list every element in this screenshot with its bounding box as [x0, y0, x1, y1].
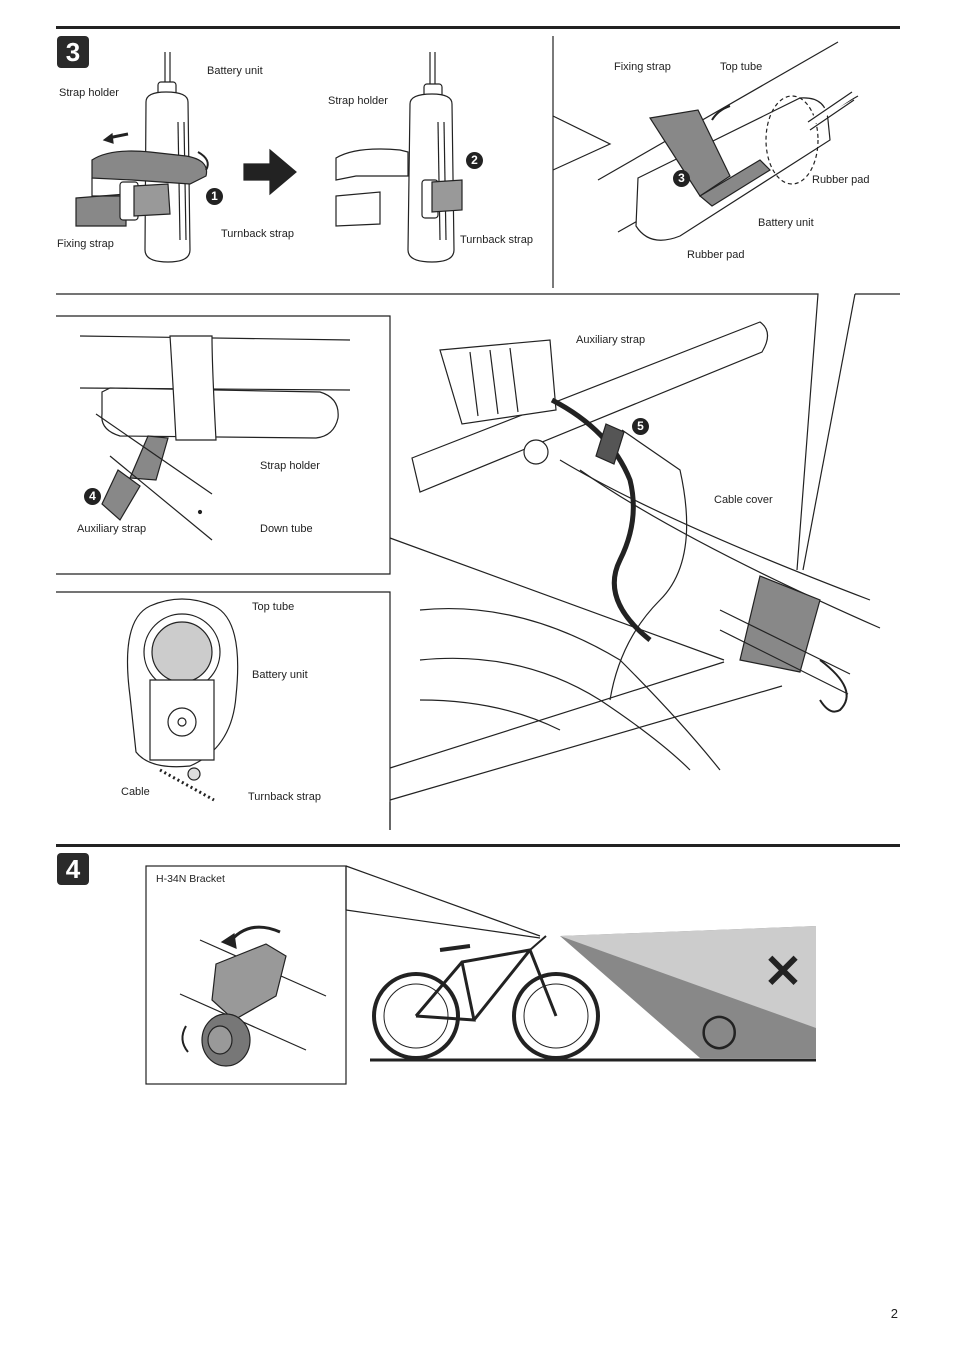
- label-rubber-pad-c2: Rubber pad: [687, 249, 745, 261]
- section-4-rule: [56, 844, 900, 847]
- battery-unit-figure-b: [335, 52, 463, 263]
- label-auxiliary-strap-main: Auxiliary strap: [576, 334, 646, 346]
- callout-3: 3: [673, 170, 690, 187]
- correct-mark-icon: ○: [700, 1004, 739, 1055]
- bike-beam-figure: [370, 926, 816, 1062]
- callout-2: 2: [466, 152, 483, 169]
- label-cable: Cable: [121, 786, 150, 798]
- label-cable-cover: Cable cover: [714, 494, 773, 506]
- label-battery-unit-x: Battery unit: [252, 669, 308, 681]
- callout-5: 5: [632, 418, 649, 435]
- arrow-icon: [243, 148, 297, 196]
- label-turnback-strap-b: Turnback strap: [460, 234, 533, 246]
- label-top-tube-x: Top tube: [252, 601, 295, 613]
- label-strap-holder-b: Strap holder: [328, 95, 388, 107]
- label-auxiliary-strap-d: Auxiliary strap: [77, 523, 147, 535]
- label-rubber-pad-c1: Rubber pad: [812, 174, 870, 186]
- label-fixing-strap-a: Fixing strap: [57, 238, 114, 250]
- label-strap-holder-d: Strap holder: [260, 460, 320, 472]
- section-3-rule: [56, 26, 900, 29]
- handlebar-light-figure: [411, 321, 881, 771]
- label-turnback-strap-x: Turnback strap: [248, 791, 321, 803]
- label-bracket: H-34N Bracket: [156, 873, 225, 885]
- callout-4: 4: [84, 488, 101, 505]
- label-top-tube-c: Top tube: [720, 61, 763, 73]
- panel-frames: [56, 36, 900, 830]
- callout-1: 1: [206, 188, 223, 205]
- label-turnback-strap-a: Turnback strap: [221, 228, 294, 240]
- label-battery-unit-a: Battery unit: [207, 65, 263, 77]
- step-3-badge: 3: [57, 36, 89, 68]
- label-fixing-strap-c: Fixing strap: [614, 61, 671, 73]
- battery-unit-figure-a: [75, 52, 209, 263]
- bracket-figure: [145, 865, 541, 1085]
- down-tube-figure: [79, 335, 351, 541]
- wrong-mark-icon: ×: [762, 940, 804, 998]
- page-number: 2: [890, 1306, 898, 1321]
- label-battery-unit-c: Battery unit: [758, 217, 814, 229]
- label-down-tube: Down tube: [260, 523, 313, 535]
- label-strap-holder-a: Strap holder: [59, 87, 119, 99]
- cross-section-figure: [126, 598, 239, 802]
- step-4-badge: 4: [57, 853, 89, 885]
